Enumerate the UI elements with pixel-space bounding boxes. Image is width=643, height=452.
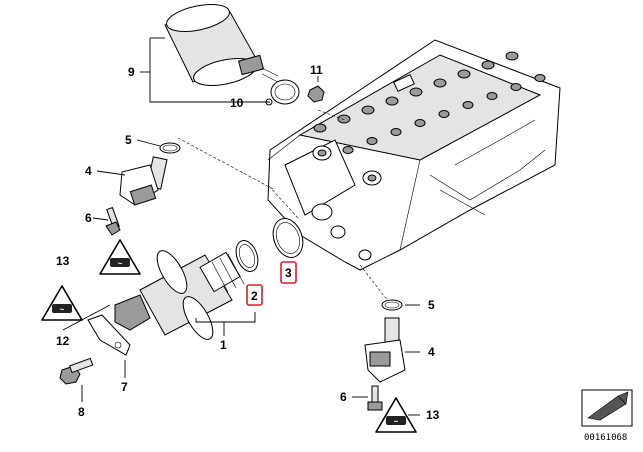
oring-3 xyxy=(272,218,304,258)
cylinder-head xyxy=(267,39,561,271)
cam-bolt xyxy=(414,119,426,127)
bolt-8 xyxy=(59,357,94,385)
oring-5a xyxy=(159,142,181,154)
callout-11: 11 xyxy=(310,63,323,77)
oring-5b xyxy=(381,299,403,311)
cam-bolt xyxy=(457,69,471,79)
cam-bolt xyxy=(337,114,351,124)
gasket-ring-10 xyxy=(265,79,300,106)
sensor-4b xyxy=(364,317,406,383)
callout-5-bottom: 5 xyxy=(428,298,435,312)
callout-5-top: 5 xyxy=(125,133,132,147)
svg-text:~: ~ xyxy=(394,417,399,426)
callout-6-bottom: 6 xyxy=(340,390,347,404)
cam-bolt xyxy=(510,83,522,91)
caution-triangle-icon: ~ xyxy=(99,239,141,275)
callout-13-top: 13 xyxy=(56,254,70,268)
cam-bolt xyxy=(361,105,375,115)
oring-2 xyxy=(235,240,259,272)
cam-bolt xyxy=(462,101,474,109)
highlight-box-3 xyxy=(280,261,297,284)
nut-11 xyxy=(307,85,325,103)
callout-8: 8 xyxy=(78,405,85,419)
actuator-motor xyxy=(164,4,279,86)
cam-bolt xyxy=(534,74,546,82)
diagram-code: 00161068 xyxy=(584,433,627,443)
callout-4-top: 4 xyxy=(85,164,92,178)
cam-bolt xyxy=(505,51,519,61)
cam-bolt xyxy=(433,78,447,88)
highlight-box-2 xyxy=(246,284,263,306)
callout-6-top: 6 xyxy=(85,211,92,225)
sensor-4a xyxy=(119,156,168,206)
caution-triangle-icon: ~ xyxy=(375,397,417,433)
callout-9: 9 xyxy=(128,65,135,79)
cam-bolt xyxy=(342,146,354,154)
page-corner-arrow-icon xyxy=(581,389,633,427)
callout-12: 12 xyxy=(56,334,70,348)
callout-7: 7 xyxy=(121,380,128,394)
cam-bolt xyxy=(313,123,327,133)
svg-text:~: ~ xyxy=(118,259,123,268)
callout-2: 2 xyxy=(251,289,258,303)
bolt-6b xyxy=(367,385,383,411)
svg-text:~: ~ xyxy=(60,305,65,314)
bolt-6a xyxy=(105,206,121,236)
cam-bolt xyxy=(366,137,378,145)
cam-bolt xyxy=(390,128,402,136)
bracket-7 xyxy=(87,314,131,356)
callout-13-bottom: 13 xyxy=(426,408,440,422)
cam-bolt xyxy=(409,87,423,97)
cam-bolt xyxy=(438,110,450,118)
cam-bolt xyxy=(486,92,498,100)
callout-1: 1 xyxy=(220,338,227,352)
cam-bolt xyxy=(385,96,399,106)
callout-4-bottom: 4 xyxy=(428,345,435,359)
callout-10: 10 xyxy=(230,96,244,110)
callout-3: 3 xyxy=(285,266,292,280)
solenoid-valve-1 xyxy=(114,250,245,340)
cam-bolt xyxy=(481,60,495,70)
caution-triangle-icon: ~ xyxy=(41,285,83,321)
